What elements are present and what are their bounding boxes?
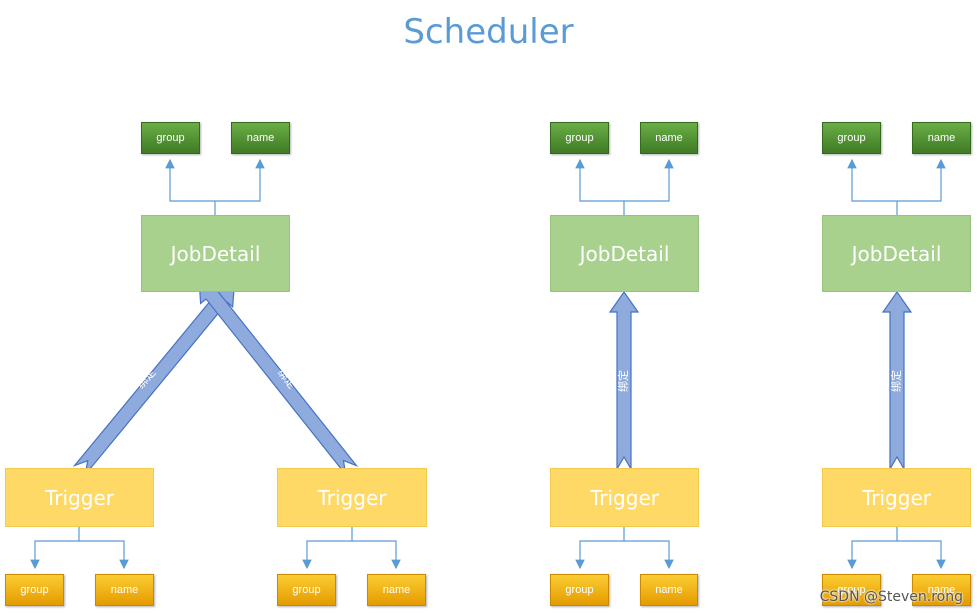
trigger3-group-tag: group	[550, 574, 609, 606]
job2-group-tag: group	[550, 122, 609, 154]
trigger-box-4: Trigger	[822, 468, 971, 527]
trigger2-group-tag: group	[277, 574, 336, 606]
trigger3-connector	[575, 527, 674, 570]
job3-group-tag: group	[822, 122, 881, 154]
job-detail-box-2: JobDetail	[550, 215, 699, 292]
watermark: CSDN @Steven.rong	[819, 589, 963, 605]
bind-label-4: 绑定	[889, 370, 903, 392]
trigger2-connector	[302, 527, 401, 570]
bind-label-3: 绑定	[616, 370, 630, 392]
job-detail-box-1: JobDetail	[141, 215, 290, 292]
job3-name-tag: name	[912, 122, 971, 154]
trigger2-name-tag: name	[367, 574, 426, 606]
trigger1-group-tag: group	[5, 574, 64, 606]
job3-connector	[847, 158, 946, 215]
trigger4-connector	[847, 527, 946, 570]
job-detail-box-3: JobDetail	[822, 215, 971, 292]
trigger1-name-tag: name	[95, 574, 154, 606]
bind-arrow-4	[881, 290, 913, 472]
trigger-box-2: Trigger	[277, 468, 427, 527]
trigger-box-1: Trigger	[5, 468, 154, 527]
trigger4-name-tag: name	[912, 574, 971, 606]
trigger-box-3: Trigger	[550, 468, 699, 527]
trigger1-connector	[30, 527, 129, 570]
job2-name-tag: name	[640, 122, 698, 154]
trigger4-group-tag: group	[822, 574, 881, 606]
job1-group-tag: group	[141, 122, 200, 154]
bind-arrow-3	[608, 290, 640, 472]
diagram-title: Scheduler	[403, 12, 574, 52]
job1-connector	[165, 158, 265, 215]
job2-connector	[575, 158, 674, 215]
trigger3-name-tag: name	[640, 574, 698, 606]
job1-name-tag: name	[231, 122, 290, 154]
